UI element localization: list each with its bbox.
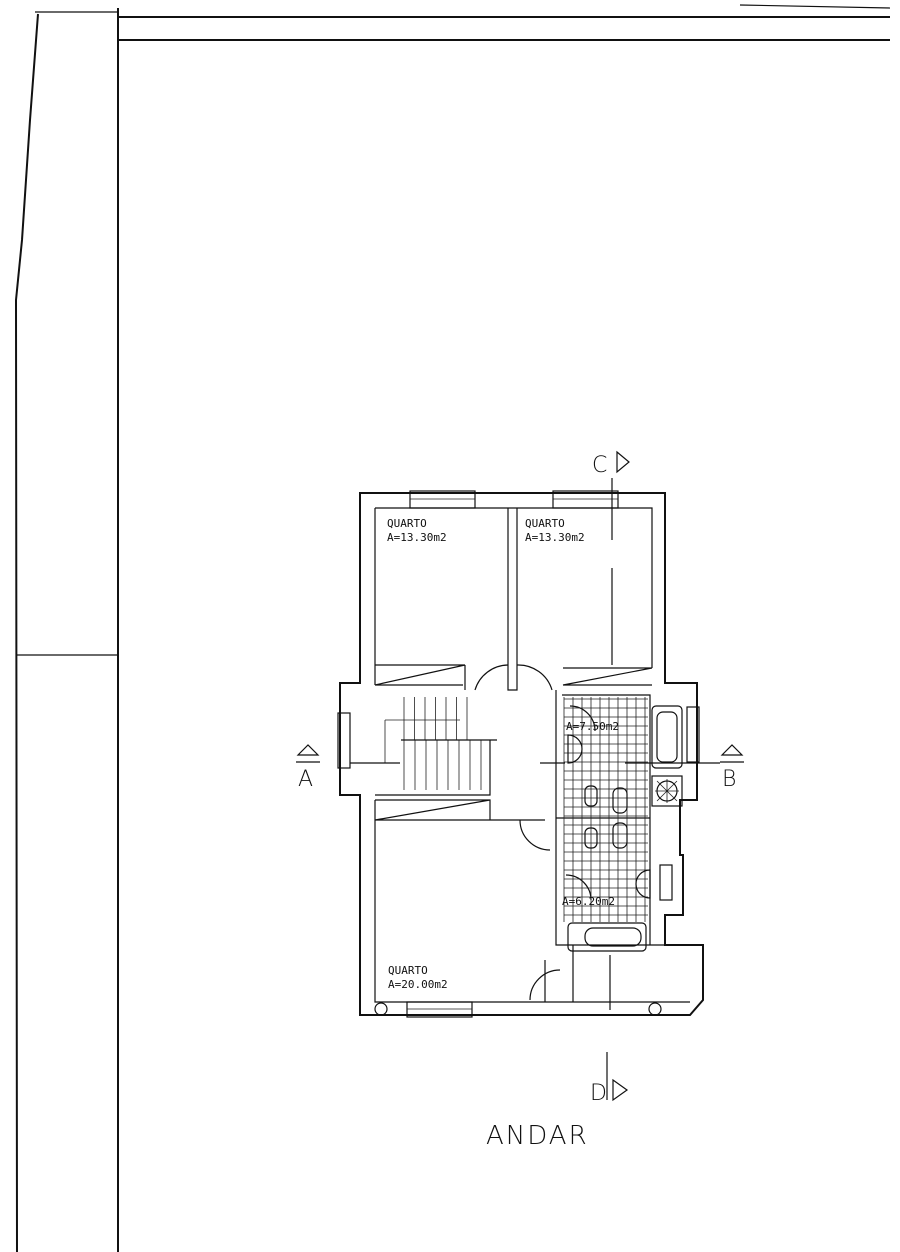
room-area-quarto-1: A=13.30m2 xyxy=(387,531,447,544)
exterior-walls xyxy=(339,492,704,1016)
bathroom-area-2: A=6.20m2 xyxy=(562,895,615,908)
windows xyxy=(337,490,700,1018)
section-lines xyxy=(296,450,744,1102)
floor-title: ANDAR xyxy=(486,1121,589,1151)
section-mark-a: A xyxy=(298,767,313,792)
sheet-frame xyxy=(14,4,891,1252)
room-name-quarto-3: QUARTO xyxy=(388,964,428,977)
section-mark-b: B xyxy=(722,767,736,792)
room-name-quarto-1: QUARTO xyxy=(387,517,427,530)
staircase xyxy=(384,697,497,790)
room-area-quarto-3: A=20.00m2 xyxy=(388,978,448,991)
room-area-quarto-2: A=13.30m2 xyxy=(525,531,585,544)
section-mark-c: C xyxy=(592,453,607,478)
bathroom-area-1: A=7.50m2 xyxy=(566,720,619,733)
section-mark-d: D xyxy=(590,1081,607,1106)
room-name-quarto-2: QUARTO xyxy=(525,517,565,530)
doors xyxy=(474,664,596,1001)
interior-walls xyxy=(374,508,665,1002)
bathroom-fixtures xyxy=(567,705,683,952)
